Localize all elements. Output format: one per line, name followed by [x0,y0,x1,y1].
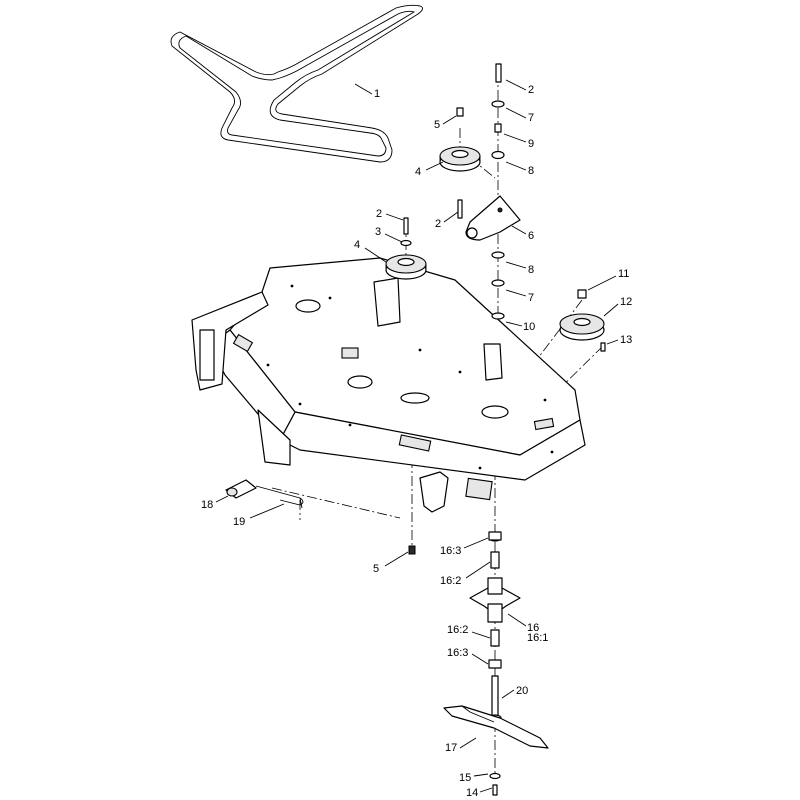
callout-9: 9 [528,138,534,150]
callout-16-2: 16:2 [447,624,468,636]
callout-8: 8 [528,264,534,276]
callout-19: 19 [233,516,245,528]
callout-16: 16 [527,622,539,634]
callout-6: 6 [528,230,534,242]
callout-16-3: 16:3 [447,647,468,659]
idler-pulley-icon [559,313,605,341]
callout-8: 8 [528,165,534,177]
callout-16-3: 16:3 [440,545,461,557]
callout-13: 13 [620,334,632,346]
callout-16-1: 16:1 [527,632,548,644]
callout-4: 4 [354,239,360,251]
rod-icon [255,485,304,509]
callouts: 1 2 7 9 8 5 4 2 2 6 3 4 8 7 10 11 12 [201,79,632,799]
blade-bolt [489,772,501,796]
callout-5: 5 [373,563,379,575]
callout-12: 12 [620,296,632,308]
callout-1: 1 [374,88,380,100]
callout-16-2: 16:2 [440,575,461,587]
spring-icon [225,479,257,499]
idler-arm-icon [465,195,521,241]
idler-pulley-icon [439,146,481,172]
idler-pulley-icon [385,254,427,280]
callout-7: 7 [528,112,534,124]
callout-20: 20 [516,685,528,697]
mower-blade-icon [443,705,549,749]
callout-2: 2 [376,208,382,220]
callout-14: 14 [466,787,478,799]
callout-3: 3 [375,226,381,238]
mower-deck-icon [191,257,586,513]
callout-17: 17 [445,742,457,754]
callout-2: 2 [528,84,534,96]
callout-11: 11 [618,268,629,280]
callout-2: 2 [435,218,441,230]
drive-belt-icon [170,4,423,163]
callout-15: 15 [459,772,471,784]
callout-10: 10 [523,321,535,333]
callout-18: 18 [201,499,213,511]
callout-7: 7 [528,292,534,304]
callout-5: 5 [434,119,440,131]
hardware [400,63,606,555]
spindle-housing-icon [469,531,521,722]
callout-4: 4 [415,166,421,178]
